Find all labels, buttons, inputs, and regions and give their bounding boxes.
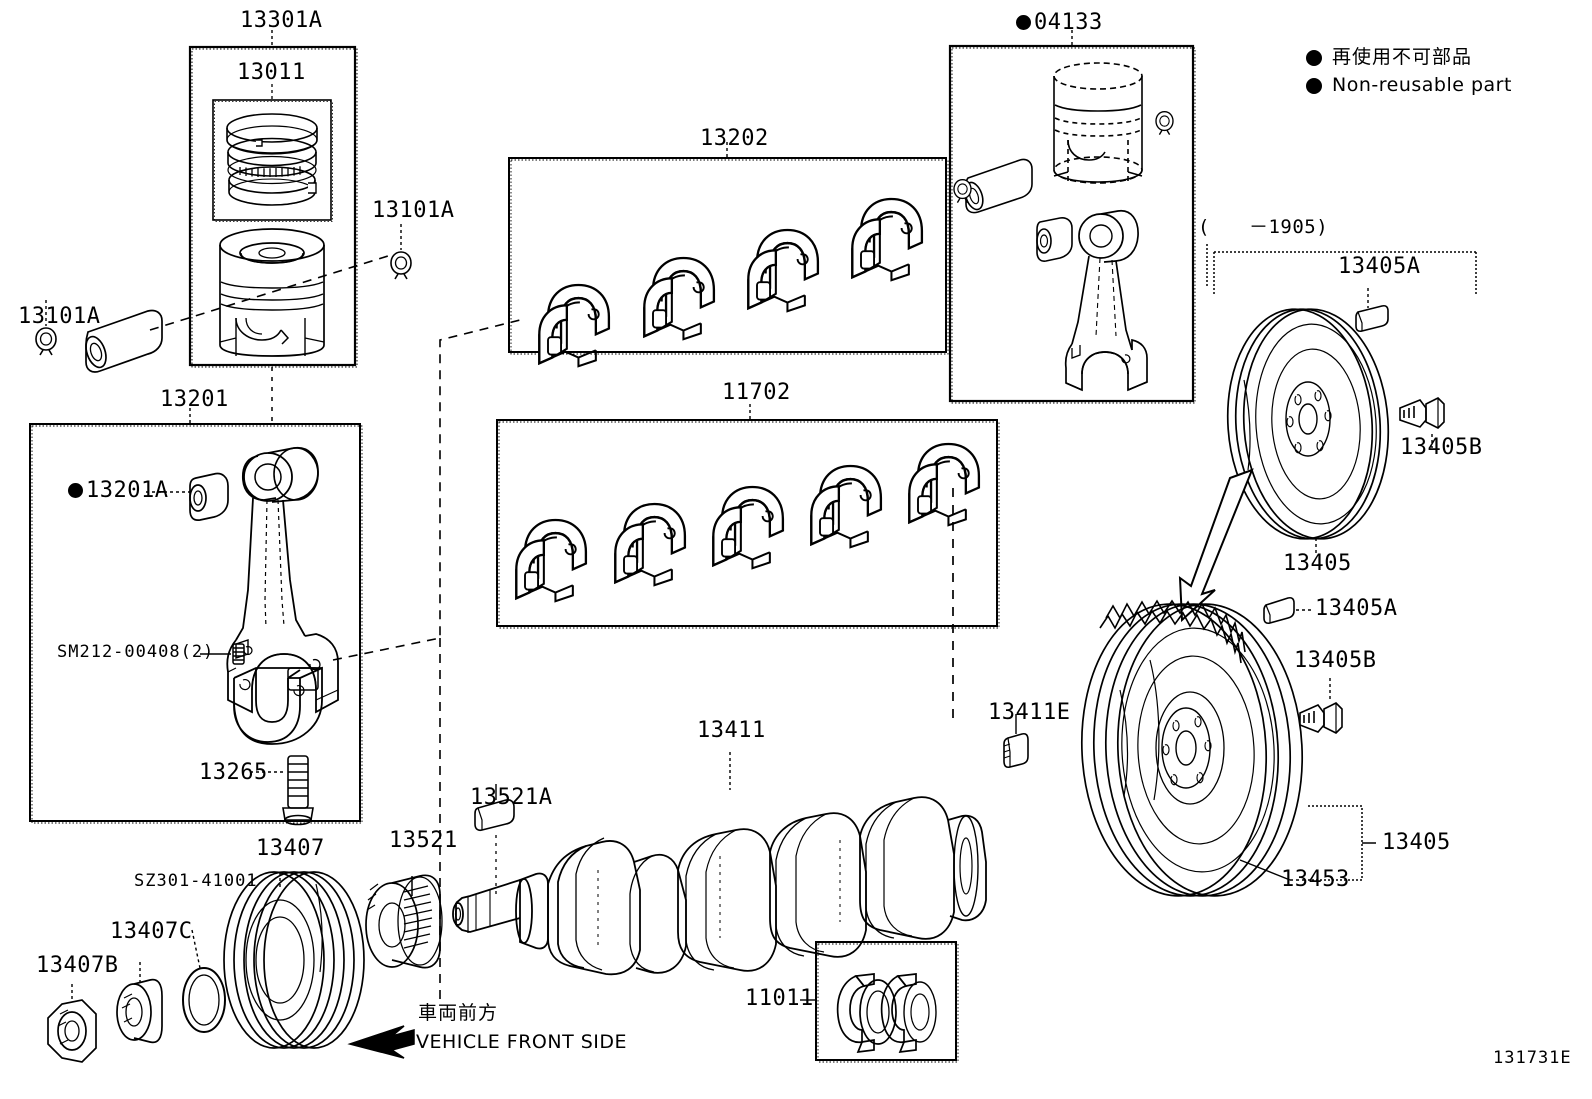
label-rod-bolt: SM212-00408(2) (57, 642, 215, 662)
non-reusable-dot-icon (1016, 15, 1031, 30)
label-pulley-bolt: 13407B (36, 953, 119, 978)
label-thrust-washer: 11011 (745, 986, 814, 1011)
label-snap-ring-left: 13101A (18, 304, 101, 329)
label-flywheel-bolt-upper: 13405B (1400, 435, 1483, 460)
label-date-note: ( －1905) (1198, 216, 1329, 238)
legend-text-jp: 再使用不可部品 (1332, 46, 1473, 68)
label-flywheel-upper: 13405 (1283, 551, 1352, 576)
non-reusable-dot-icon (68, 483, 83, 498)
label-crankshaft: 13411 (697, 718, 766, 743)
diagram-id-code: 131731E (1493, 1048, 1572, 1068)
label-pulley-washer: 13407C (110, 919, 193, 944)
label-piston-assy: 13301A (240, 8, 323, 33)
label-snap-ring-right: 13101A (372, 198, 455, 223)
label-ring-gear: 13453 (1281, 867, 1350, 892)
label-piston-kit: 04133 (1034, 10, 1103, 35)
label-flywheel-bolt-lower: 13405B (1294, 648, 1377, 673)
label-main-bearing-box: 11702 (722, 380, 791, 405)
label-flywheel-pin-lower: 13405A (1315, 596, 1398, 621)
label-rod-assy: 13201 (160, 387, 229, 412)
label-crank-key: 13521A (470, 785, 553, 810)
legend-row-jp: 再使用不可部品 (1306, 48, 1512, 67)
label-piston-kit-group: 04133 (1016, 12, 1103, 34)
front-marker-en: VEHICLE FRONT SIDE (416, 1031, 628, 1053)
label-pulley-oring: SZ301-41001 (134, 871, 258, 891)
label-crank-gear: 13521 (389, 828, 458, 853)
label-flywheel-pin-upper: 13405A (1338, 254, 1421, 279)
front-marker-jp: 車両前方 (418, 1002, 499, 1024)
label-pulley: 13407 (256, 836, 325, 861)
label-flywheel-lower: 13405 (1382, 830, 1451, 855)
label-rod-bush: 13201A (86, 478, 169, 503)
legend-text-en: Non-reusable part (1332, 74, 1512, 96)
non-reusable-dot-icon (1306, 77, 1322, 94)
label-rod-bush-group: 13201A (68, 480, 168, 502)
non-reusable-dot-icon (1306, 49, 1322, 66)
label-ring-set: 13011 (237, 60, 306, 85)
label-rod-bearing-box: 13202 (700, 126, 769, 151)
label-crank-plug: 13411E (988, 700, 1071, 725)
label-rod-cap-bolt: 13265 (199, 760, 268, 785)
legend-row-en: Non-reusable part (1306, 76, 1512, 95)
legend: 再使用不可部品 Non-reusable part (1306, 48, 1512, 104)
